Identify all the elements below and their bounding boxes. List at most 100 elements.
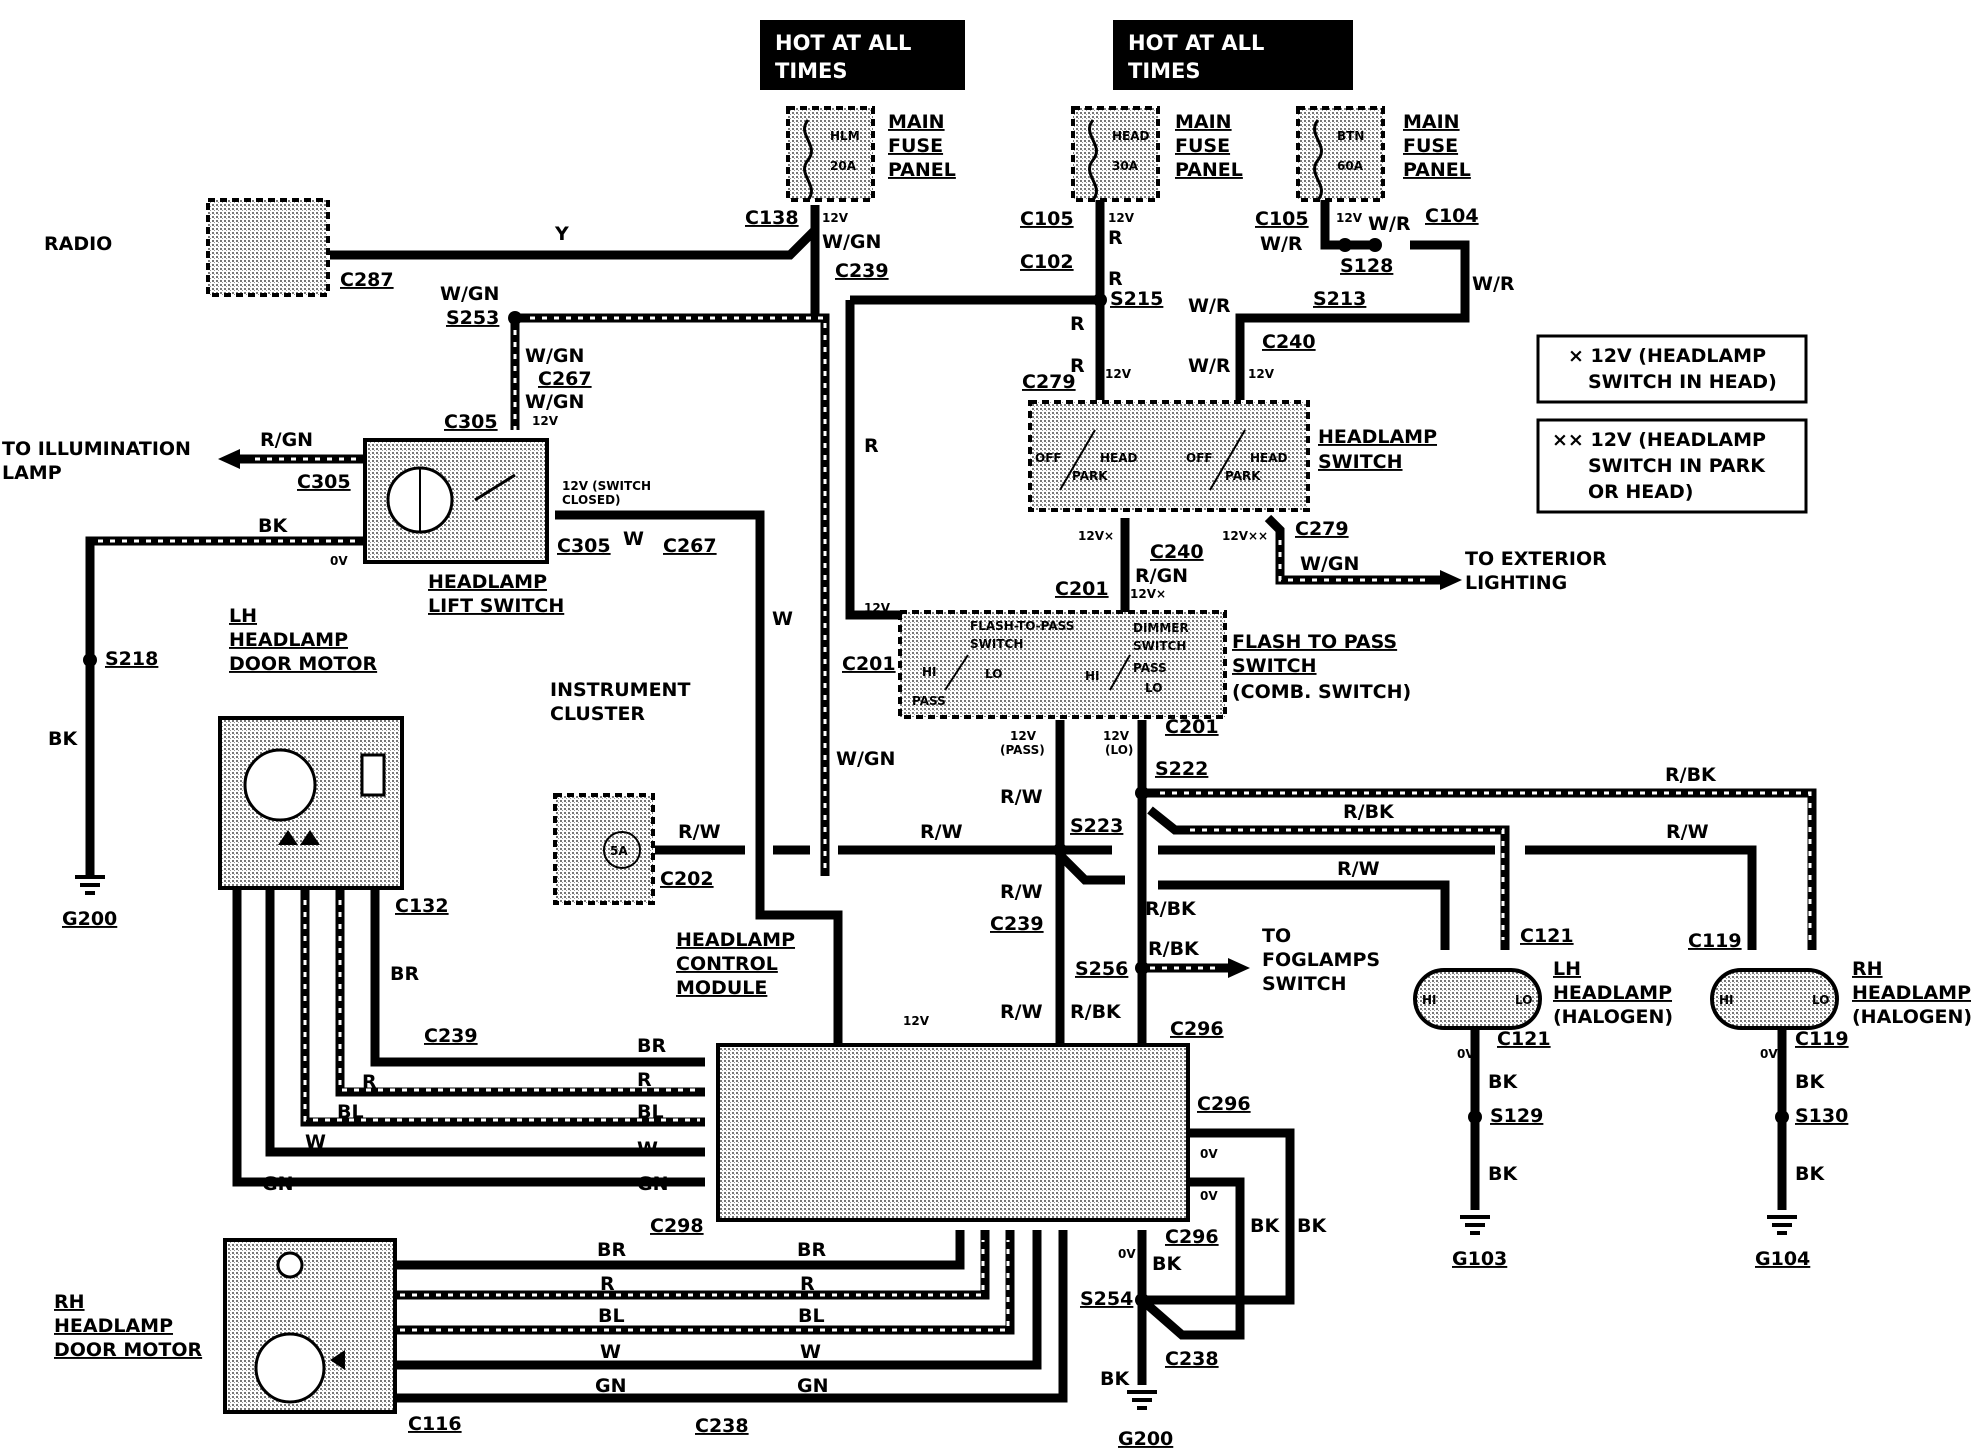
svg-text:LO: LO [1812, 993, 1829, 1007]
svg-text:C102: C102 [1020, 251, 1074, 273]
svg-text:BK: BK [1795, 1163, 1825, 1185]
svg-text:SWITCH: SWITCH [1133, 639, 1186, 653]
svg-text:S215: S215 [1110, 288, 1163, 310]
ground-g104: G104 [1755, 1215, 1810, 1270]
svg-text:R/W: R/W [678, 821, 721, 843]
svg-text:W/R: W/R [1188, 355, 1231, 377]
svg-text:CLUSTER: CLUSTER [550, 703, 645, 725]
svg-text:PANEL: PANEL [1175, 159, 1243, 181]
ground-g103: G103 [1452, 1215, 1507, 1270]
svg-text:W/R: W/R [1368, 213, 1411, 235]
svg-text:GN: GN [262, 1173, 294, 1195]
svg-text:G103: G103 [1452, 1248, 1507, 1270]
svg-text:C296: C296 [1165, 1226, 1219, 1248]
svg-text:BR: BR [390, 963, 419, 985]
svg-text:C296: C296 [1197, 1093, 1251, 1115]
svg-text:R/W: R/W [1666, 821, 1709, 843]
headlamp-control-module: HEADLAMP CONTROL MODULE [676, 929, 1190, 1222]
svg-text:12V: 12V [864, 601, 891, 615]
svg-text:12V: 12V [532, 414, 559, 428]
svg-text:HEADLAMP: HEADLAMP [676, 929, 795, 951]
svg-text:R/GN: R/GN [260, 429, 313, 451]
svg-text:W: W [600, 1341, 621, 1363]
svg-text:DIMMER: DIMMER [1133, 621, 1189, 635]
svg-text:S213: S213 [1313, 288, 1366, 310]
svg-text:R: R [600, 1273, 615, 1295]
svg-text:RH: RH [1852, 958, 1883, 980]
svg-text:BK: BK [1297, 1215, 1327, 1237]
svg-text:W/GN: W/GN [1300, 553, 1359, 575]
hot-at-all-times-box-left: HOT AT ALL TIMES [760, 20, 965, 90]
svg-text:RADIO: RADIO [44, 233, 112, 255]
svg-text:12V××: 12V×× [1222, 529, 1268, 543]
svg-text:C238: C238 [1165, 1348, 1219, 1370]
svg-text:12V: 12V [903, 1014, 930, 1028]
svg-text:×× 12V (HEADLAMP: ×× 12V (HEADLAMP [1552, 429, 1766, 451]
svg-text:W: W [800, 1341, 821, 1363]
svg-text:12V: 12V [1336, 211, 1363, 225]
connector-labels: C138 C239 C267 C305 C305 C305 C267 C105 … [297, 205, 1849, 1437]
svg-text:C305: C305 [444, 411, 498, 433]
svg-text:FUSE: FUSE [888, 135, 943, 157]
svg-text:BK: BK [1488, 1071, 1518, 1093]
splices [83, 238, 1789, 1307]
hot-at-all-times-box-right: HOT AT ALL TIMES [1113, 20, 1353, 90]
svg-text:C201: C201 [1165, 716, 1219, 738]
svg-text:PASS: PASS [912, 694, 946, 708]
svg-text:MAIN: MAIN [1403, 111, 1460, 133]
svg-text:C105: C105 [1020, 208, 1074, 230]
svg-text:G200: G200 [62, 908, 117, 930]
svg-text:PARK: PARK [1225, 469, 1261, 483]
ground-g200-left: G200 [62, 875, 117, 930]
svg-text:R: R [1070, 313, 1085, 335]
svg-text:BK: BK [1488, 1163, 1518, 1185]
svg-text:BK: BK [1152, 1253, 1182, 1275]
svg-text:Y: Y [554, 223, 569, 245]
svg-text:× 12V (HEADLAMP: × 12V (HEADLAMP [1568, 345, 1766, 367]
svg-text:G200: G200 [1118, 1428, 1173, 1450]
svg-text:INSTRUMENT: INSTRUMENT [550, 679, 690, 701]
svg-text:LO: LO [1515, 993, 1532, 1007]
svg-text:C267: C267 [538, 368, 592, 390]
svg-text:C201: C201 [842, 653, 896, 675]
svg-text:C279: C279 [1022, 371, 1076, 393]
headlamp-switch: OFF HEAD PARK OFF HEAD PARK HEADLAMP SWI… [1028, 400, 1437, 512]
svg-text:TO ILLUMINATION: TO ILLUMINATION [2, 438, 191, 460]
svg-text:0V: 0V [1118, 1247, 1136, 1261]
svg-text:G104: G104 [1755, 1248, 1810, 1270]
svg-text:MAIN: MAIN [1175, 111, 1232, 133]
svg-text:BL: BL [598, 1305, 625, 1327]
svg-text:C201: C201 [1055, 578, 1109, 600]
svg-text:SWITCH IN HEAD): SWITCH IN HEAD) [1588, 371, 1777, 393]
wire-color-labels: Y W/GN W/GN W/GN W/GN R/GN BK BK W W W/G… [48, 213, 1825, 1397]
svg-text:LIFT SWITCH: LIFT SWITCH [428, 595, 564, 617]
svg-text:HEAD: HEAD [1100, 451, 1138, 465]
svg-text:W/GN: W/GN [836, 748, 895, 770]
svg-text:BL: BL [798, 1305, 825, 1327]
svg-text:12V: 12V [822, 211, 849, 225]
svg-text:C132: C132 [395, 895, 449, 917]
svg-text:20A: 20A [830, 159, 857, 173]
svg-text:12V (SWITCH: 12V (SWITCH [562, 479, 651, 493]
svg-text:HI: HI [1719, 993, 1734, 1007]
flash-to-pass-switch: FLASH-TO-PASS SWITCH DIMMER SWITCH HI LO… [898, 610, 1411, 719]
svg-text:R/BK: R/BK [1665, 764, 1717, 786]
svg-text:C121: C121 [1520, 925, 1574, 947]
svg-text:S129: S129 [1490, 1105, 1543, 1127]
svg-text:R: R [637, 1069, 652, 1091]
svg-text:S130: S130 [1795, 1105, 1848, 1127]
svg-text:HOT AT ALL: HOT AT ALL [1128, 31, 1264, 55]
svg-text:C305: C305 [557, 535, 611, 557]
svg-text:S128: S128 [1340, 255, 1393, 277]
svg-text:W/GN: W/GN [525, 391, 584, 413]
svg-text:W: W [305, 1131, 326, 1153]
svg-text:SWITCH: SWITCH [1232, 655, 1317, 677]
svg-text:SWITCH: SWITCH [970, 637, 1023, 651]
svg-text:LO: LO [1145, 681, 1162, 695]
svg-text:C119: C119 [1795, 1028, 1849, 1050]
svg-text:SWITCH: SWITCH [1318, 451, 1403, 473]
svg-text:R/W: R/W [920, 821, 963, 843]
svg-text:C239: C239 [424, 1025, 478, 1047]
svg-text:W/R: W/R [1188, 295, 1231, 317]
svg-text:C104: C104 [1425, 205, 1479, 227]
